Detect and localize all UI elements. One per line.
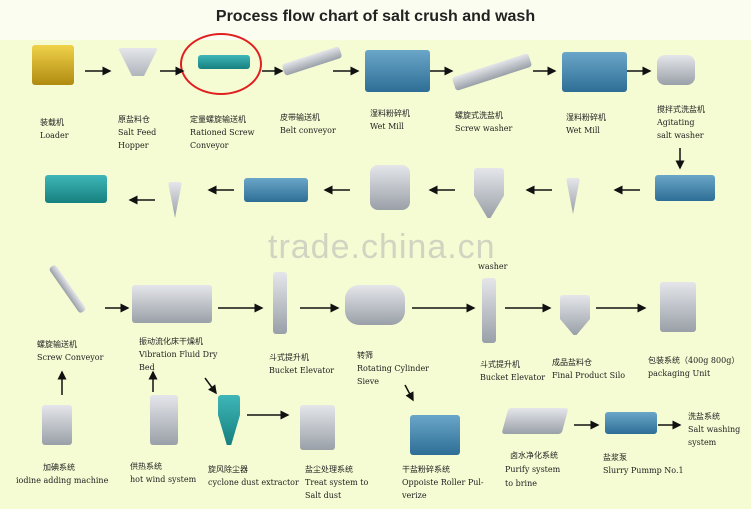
rotating-sieve-machine xyxy=(345,285,405,325)
bucket-elevator-machine xyxy=(482,278,496,343)
hot-wind-machine xyxy=(150,395,178,445)
cyclone-dust-extractor-machine xyxy=(218,395,240,445)
packaging-machine xyxy=(660,282,696,332)
iodine-machine xyxy=(42,405,72,445)
wet-mill-machine xyxy=(365,50,430,92)
bucket-elevator-machine xyxy=(273,272,287,334)
agitating-salt-washer-machine xyxy=(657,55,695,85)
loader-machine xyxy=(32,45,74,85)
machine xyxy=(45,175,107,203)
slurry-pump-machine xyxy=(605,412,657,434)
tank-machine xyxy=(370,165,410,210)
highlight-circle xyxy=(180,33,262,95)
chart-title: Process flow chart of salt crush and was… xyxy=(215,8,536,25)
watermark: trade.china.cn xyxy=(268,228,496,266)
pump-machine xyxy=(655,175,715,201)
vibration-fluid-dry-bed-machine xyxy=(132,285,212,323)
pulverizer-machine xyxy=(410,415,460,455)
pump-machine xyxy=(244,178,308,202)
title-band xyxy=(0,0,751,40)
wet-mill-machine xyxy=(562,52,627,92)
rationed-screw-conveyor-machine xyxy=(198,55,250,69)
salt-dust-machine xyxy=(300,405,335,450)
label-washer: washer xyxy=(478,262,508,271)
label-packaging-unit: 包装系统（400g 800g）packaging Unit xyxy=(648,356,740,378)
